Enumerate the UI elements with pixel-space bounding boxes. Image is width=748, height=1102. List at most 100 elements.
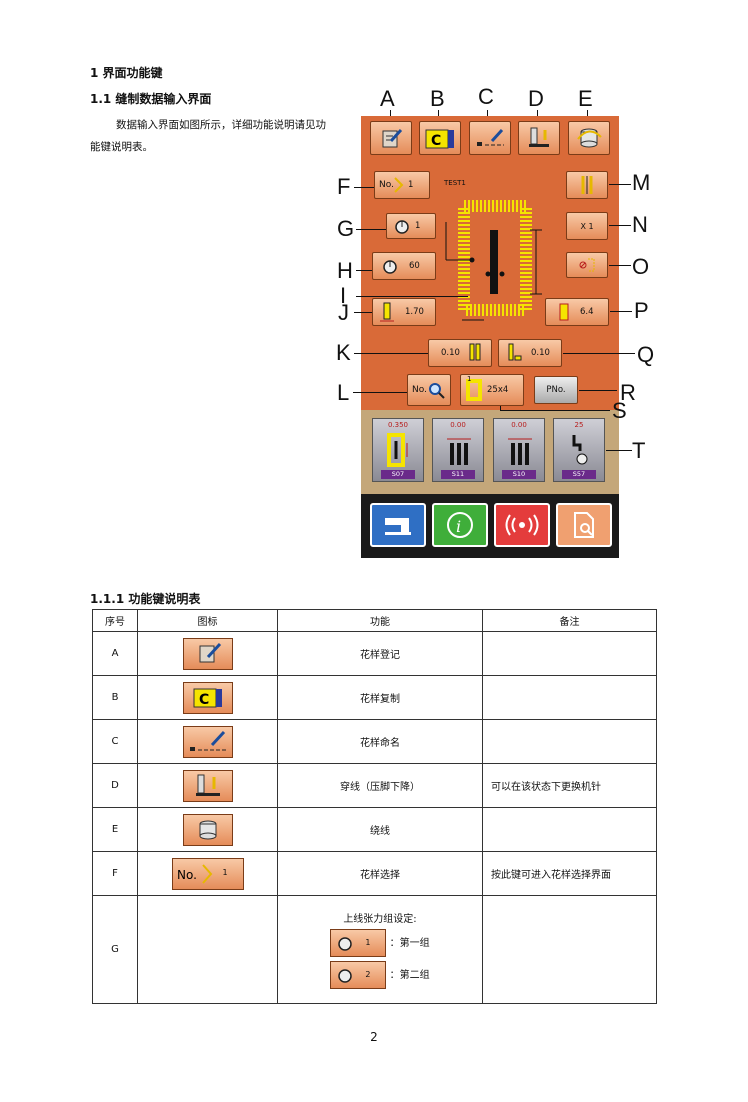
naming-icon [477, 128, 504, 146]
group-2-text: ：第二组 [389, 970, 430, 981]
col-header-note: 备注 [482, 609, 657, 632]
svg-text:i: i [456, 517, 461, 536]
tension-group-value: 1 [415, 221, 421, 231]
pno-button[interactable]: PNo. [534, 376, 578, 404]
tension-value-button[interactable]: 60 [372, 252, 436, 280]
copy-c-icon: C [182, 681, 233, 714]
row-function: 花样复制 [277, 675, 483, 720]
row-function: 上线张力组设定: [343, 914, 417, 925]
n-button[interactable]: X 1 [566, 212, 608, 240]
q-button[interactable]: 0.10 [498, 339, 562, 367]
tile-s07[interactable]: 0.350 S07 [372, 418, 424, 482]
row-note: 按此键可进入花样选择界面 [482, 851, 657, 896]
tile-value: 0.00 [511, 421, 527, 429]
bars-tile-icon [447, 438, 471, 465]
pattern-search-button[interactable]: No. [407, 374, 451, 406]
callout-o: O [632, 254, 650, 279]
sewing-machine-icon [385, 518, 411, 535]
pattern-register-button[interactable] [370, 121, 412, 155]
callout-l: L [337, 380, 350, 405]
magnifier-icon [428, 383, 445, 399]
winding-button[interactable] [568, 121, 610, 155]
tile-value: 25 [574, 421, 584, 429]
table-row: E 绕线 [92, 807, 657, 852]
row-note [482, 631, 657, 676]
k-button[interactable]: 0.10 [428, 339, 492, 367]
row-id: G [92, 895, 138, 1004]
callout-g: G [337, 216, 355, 241]
no-symbol-icon [579, 258, 595, 272]
p-button[interactable]: 6.4 [545, 298, 609, 326]
info-button[interactable]: i [432, 503, 488, 547]
table-row: A 花样登记 [92, 631, 657, 676]
p-value: 6.4 [580, 307, 594, 317]
row-id: A [92, 631, 138, 676]
m-button[interactable] [566, 171, 608, 199]
tension-value: 60 [409, 261, 420, 271]
row-id: E [92, 807, 138, 852]
pattern-select-icon: No.1 [171, 857, 244, 890]
communication-button[interactable] [494, 503, 550, 547]
row-note: 可以在该状态下更换机针 [482, 763, 657, 808]
j-button[interactable]: 1.70 [372, 298, 436, 326]
table-row: F No.1 花样选择 按此键可进入花样选择界面 [92, 851, 657, 896]
row-note [482, 895, 657, 1004]
table-row: D 穿线（压脚下降） 可以在该状态下更换机针 [92, 763, 657, 808]
q-value: 0.10 [531, 348, 550, 358]
s-button[interactable]: 1 25x4 [460, 374, 524, 406]
bars-tile-icon [508, 438, 532, 465]
col-header-icon: 图标 [137, 609, 278, 632]
tile-code: S10 [502, 470, 536, 479]
svg-text:C: C [199, 692, 209, 708]
section-title: 1 界面功能键 [90, 66, 163, 80]
intro-text: 数据输入界面如图所示，详细功能说明请见功能键说明表。 [90, 119, 326, 153]
page-number: 2 [370, 1030, 378, 1044]
tile-s11[interactable]: 0.00 S11 [432, 418, 484, 482]
length-bar-icon [559, 303, 569, 321]
row-function: 穿线（压脚下降） [277, 763, 483, 808]
pattern-name-button[interactable] [469, 121, 511, 155]
callout-r: R [620, 380, 636, 405]
tile-s57[interactable]: 25 S57 [553, 418, 605, 482]
bartack-small-icon [466, 379, 482, 401]
tile-code: S11 [441, 470, 475, 479]
sewing-machine-button[interactable] [370, 503, 426, 547]
file-search-button[interactable] [556, 503, 612, 547]
chevron-right-icon [394, 177, 404, 193]
broadcast-icon [505, 514, 539, 536]
row-function: 花样选择 [277, 851, 483, 896]
callout-c: C [478, 84, 494, 109]
callout-t: T [632, 438, 646, 463]
row-id: C [92, 719, 138, 764]
tile-value: 0.00 [450, 421, 466, 429]
table-row: G 上线张力组设定: 1 ：第一组 2 ：第二组 [92, 895, 657, 1004]
callout-h: H [337, 258, 353, 283]
col-header-function: 功能 [277, 609, 483, 632]
j-value: 1.70 [405, 307, 424, 317]
callout-q: Q [637, 342, 655, 367]
pattern-select-button[interactable]: No. 1 [374, 171, 430, 199]
callout-k: K [336, 340, 351, 365]
row-note [482, 675, 657, 720]
pattern-name: TEST1 [444, 179, 466, 187]
pno-label: PNo. [546, 385, 566, 395]
callout-n: N [632, 212, 648, 237]
s-top-value: 1 [467, 375, 472, 383]
row-id: B [92, 675, 138, 720]
offset-bar-icon [469, 343, 481, 361]
callout-b: B [430, 86, 445, 111]
row-note [482, 807, 657, 852]
callout-a: A [380, 86, 395, 111]
tension-group-button[interactable]: 1 [386, 213, 436, 239]
function-key-table: 序号 图标 功能 备注 A 花样登记 B C 花样复制 C 花样命名 D 穿线（… [92, 609, 657, 1004]
tile-s10[interactable]: 0.00 S10 [493, 418, 545, 482]
threading-button[interactable] [518, 121, 560, 155]
pattern-copy-button[interactable]: C [419, 121, 461, 155]
dial-tile-icon [572, 435, 588, 465]
o-button[interactable] [566, 252, 608, 278]
copy-c-icon: C [425, 129, 454, 149]
k-value: 0.10 [441, 348, 460, 358]
callout-j: J [338, 300, 349, 325]
presser-foot-icon [529, 127, 549, 147]
group-1-text: ：第一组 [389, 938, 430, 949]
